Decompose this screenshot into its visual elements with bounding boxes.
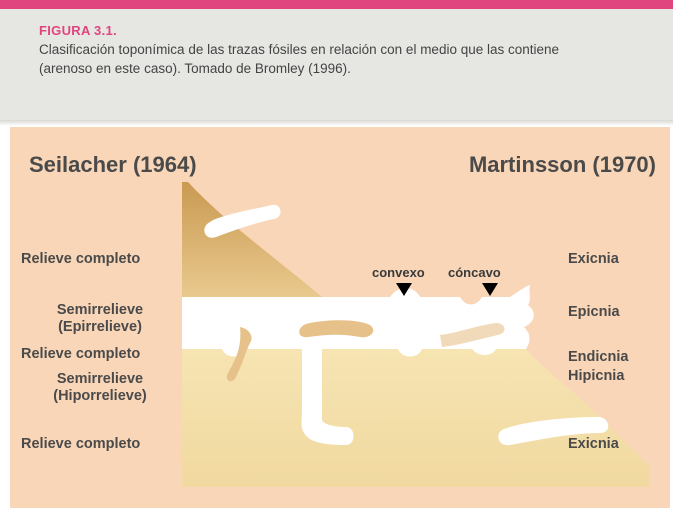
label-hypichnia: Hipicnia: [568, 368, 625, 384]
right-title: Martinsson (1970): [468, 152, 656, 177]
left-title: Seilacher (1964): [29, 152, 197, 177]
label-epirelief: Semirrelieve (Epirrelieve): [21, 302, 179, 336]
label-full-relief-top: Relieve completo: [21, 251, 141, 267]
caption-text: Clasificación toponímica de las trazas f…: [39, 40, 639, 78]
diagram-drawing: [182, 182, 650, 487]
upper-sediment-layer: [182, 182, 322, 297]
label-epirelief-line1: Semirrelieve: [56, 302, 144, 318]
hyporelief-bump-3: [472, 349, 496, 355]
hyporelief-bump-2: [398, 349, 422, 357]
label-epichnia: Epicnia: [568, 304, 620, 320]
middle-bed-layer: [182, 285, 534, 349]
label-hyporelief: Semirrelieve (Hiporrelieve): [21, 371, 179, 405]
caption-shadow: [0, 120, 673, 126]
accent-bar: [0, 0, 673, 9]
label-concave: cóncavo: [448, 265, 501, 280]
burrow-middle-1: [226, 327, 252, 382]
label-epirelief-line2: (Epirrelieve): [58, 319, 142, 335]
burrow-vertical: [301, 349, 354, 445]
lower-sediment-layer: [182, 349, 650, 487]
concave-arrow-icon: [482, 283, 498, 296]
burrow-upper: [204, 204, 281, 238]
burrow-middle-3: [440, 323, 505, 347]
trace-fossil-diagram: Seilacher (1964) Martinsson (1970) Relie…: [10, 127, 670, 508]
caption-line-1: Clasificación toponímica de las trazas f…: [39, 42, 560, 57]
label-exichnia-bottom: Exicnia: [568, 436, 619, 452]
convex-arrow-icon: [396, 283, 412, 296]
caption-label: FIGURA 3.1.: [39, 23, 117, 38]
label-exichnia-top: Exicnia: [568, 251, 619, 267]
burrow-middle-2: [299, 320, 374, 338]
caption-line-2: (arenoso en este caso). Tomado de Bromle…: [39, 61, 351, 76]
label-hyporelief-line1: Semirrelieve: [56, 371, 144, 387]
label-convex: convexo: [372, 265, 425, 280]
label-full-relief-bottom: Relieve completo: [21, 436, 141, 452]
figure-caption: FIGURA 3.1. Clasificación toponímica de …: [0, 9, 673, 120]
label-hyporelief-line2: (Hiporrelieve): [53, 388, 147, 404]
burrow-lower: [498, 417, 609, 446]
label-endichnia: Endicnia: [568, 349, 629, 365]
label-full-relief-middle: Relieve completo: [21, 346, 141, 362]
